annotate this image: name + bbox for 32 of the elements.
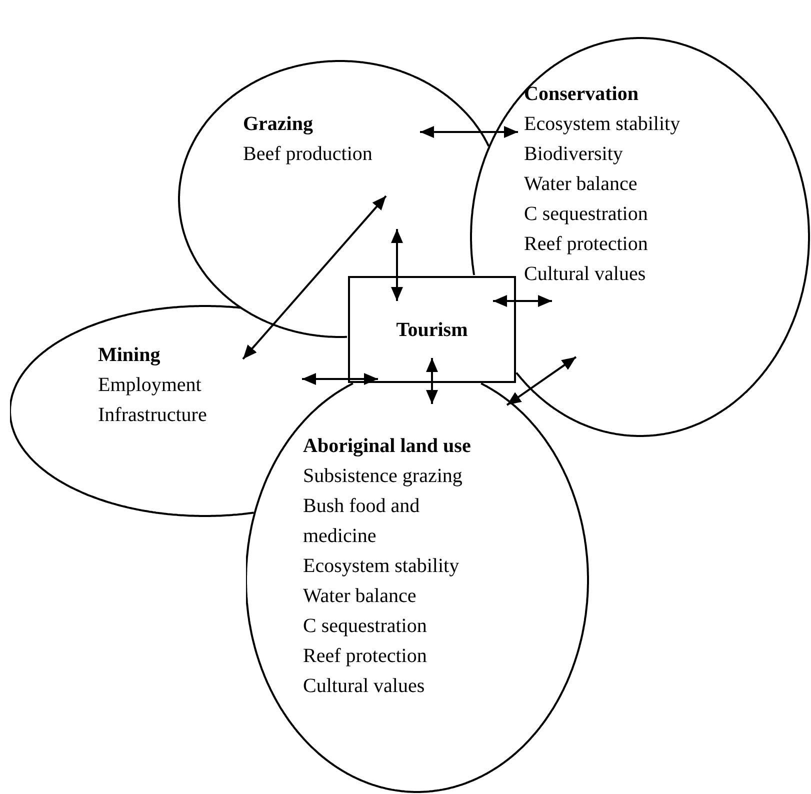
list-item: Biodiversity [524,142,624,167]
heading: Grazing [243,112,314,137]
list-item: Beef production [243,142,372,167]
list-item: Cultural values [303,674,426,699]
heading: Mining [98,343,162,368]
ellipse-region [470,37,811,438]
list-item: Subsistence grazing [303,464,464,489]
ellipse-region [246,382,589,793]
list-item: C sequestration [303,614,428,639]
list-item: Water balance [524,172,638,197]
list-item: Ecosystem stability [303,554,460,579]
ellipse-region [178,60,490,339]
double-arrow [506,356,577,406]
list-item: Bush food and medicine [303,494,421,549]
process-box [348,276,516,383]
list-item: C sequestration [524,202,649,227]
double-arrow [493,295,552,307]
list-item: Employment [98,373,202,398]
list-item: Infrastructure [98,403,207,428]
double-arrow [302,373,378,385]
list-item: Reef protection [303,644,428,669]
list-item: Water balance [303,584,418,609]
double-arrow [391,229,403,301]
double-arrow [242,195,387,360]
list-item: Ecosystem stability [524,112,680,137]
heading: Tourism [396,318,468,342]
heading: Conservation [524,82,640,107]
double-arrow [420,126,518,138]
list-item: Reef protection [524,232,649,257]
list-item: Cultural values [524,262,647,287]
heading: Aboriginal land use [303,434,471,459]
double-arrow [426,358,438,404]
